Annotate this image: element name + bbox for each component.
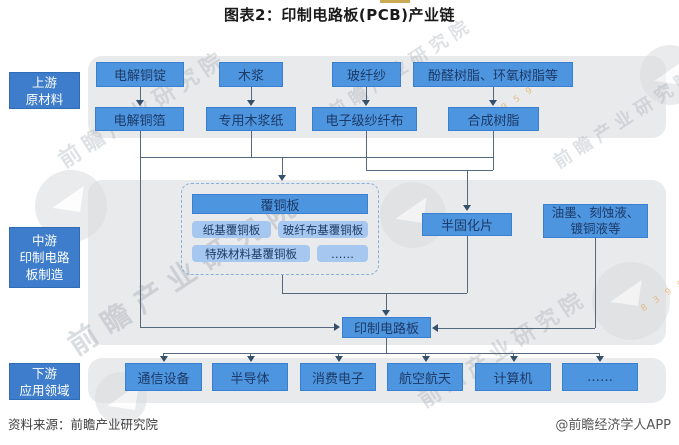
watermark-logo-circle bbox=[592, 262, 670, 340]
connector-line bbox=[246, 356, 255, 362]
ccl-group-container bbox=[181, 183, 379, 275]
node-wood-pulp: 木浆 bbox=[219, 62, 283, 87]
connector-line bbox=[281, 157, 283, 176]
node-prepreg: 半固化片 bbox=[422, 213, 512, 236]
connector-line bbox=[492, 87, 494, 101]
connector-line bbox=[463, 205, 471, 211]
node-other-applications: …… bbox=[562, 363, 638, 391]
connector-line bbox=[136, 100, 144, 106]
connector-line bbox=[432, 324, 438, 332]
connector-line bbox=[382, 310, 390, 316]
connector-line bbox=[385, 338, 387, 353]
stage-label-line: 下游 bbox=[31, 365, 57, 381]
connector-line bbox=[513, 353, 514, 358]
stage-label-line: 上游 bbox=[31, 74, 57, 90]
stage-label-midstream: 中游 印制电路 板制造 bbox=[9, 227, 80, 288]
node-phenolic-epoxy-resin: 酚醛树脂、环氧树脂等 bbox=[413, 62, 573, 87]
connector-line bbox=[139, 87, 141, 101]
stage-label-line: 应用领域 bbox=[19, 382, 70, 398]
node-semiconductor: 半导体 bbox=[212, 363, 288, 391]
node-glass-fiber-yarn: 玻纤纱 bbox=[332, 62, 401, 87]
connector-line bbox=[437, 327, 595, 329]
node-ccl-others: …… bbox=[317, 245, 368, 262]
stage-label-line: 印制电路 bbox=[19, 250, 70, 265]
connector-line bbox=[278, 175, 286, 181]
connector-line bbox=[366, 170, 493, 171]
node-copper-clad-laminate: 覆铜板 bbox=[192, 194, 368, 214]
connector-line bbox=[489, 100, 497, 106]
connector-line bbox=[140, 157, 493, 158]
connector-line bbox=[282, 293, 467, 294]
node-computer: 计算机 bbox=[475, 363, 551, 391]
connector-line bbox=[163, 353, 164, 358]
connector-line bbox=[365, 131, 367, 170]
connector-line bbox=[163, 353, 600, 354]
connector-line bbox=[250, 87, 252, 101]
connector-line bbox=[281, 275, 283, 293]
connector-line bbox=[421, 356, 430, 362]
connector-line bbox=[159, 356, 168, 362]
node-text-line: 镀铜液等 bbox=[570, 221, 621, 236]
node-ink-etchant-plating: 油墨、刻蚀液、 镀铜液等 bbox=[543, 204, 648, 238]
connector-line bbox=[365, 87, 367, 101]
connector-line bbox=[599, 353, 600, 358]
connector-line bbox=[466, 236, 468, 293]
connector-line bbox=[425, 353, 426, 358]
connector-line bbox=[385, 293, 387, 311]
connector-line bbox=[595, 356, 604, 362]
page-top-accent bbox=[380, 0, 410, 3]
connector-line bbox=[338, 353, 339, 358]
stage-label-downstream: 下游 应用领域 bbox=[9, 363, 80, 400]
stage-label-line: 板制造 bbox=[25, 267, 64, 282]
node-printed-circuit-board: 印制电路板 bbox=[342, 317, 431, 338]
connector-line bbox=[594, 238, 596, 328]
connector-line bbox=[334, 323, 340, 331]
connector-line bbox=[139, 131, 141, 327]
connector-line bbox=[247, 100, 255, 106]
stage-label-upstream: 上游 原材料 bbox=[9, 72, 80, 109]
node-electronic-grade-fiber-cloth: 电子级纱纤布 bbox=[312, 107, 417, 131]
node-electrolytic-copper-ingot: 电解铜锭 bbox=[96, 62, 184, 87]
connector-line bbox=[334, 356, 343, 362]
node-paper-based-ccl: 纸基覆铜板 bbox=[192, 221, 271, 238]
connector-line bbox=[250, 353, 251, 358]
node-electrolytic-copper-foil: 电解铜箔 bbox=[95, 107, 184, 131]
app-credit: @前瞻经济学人APP bbox=[555, 418, 671, 433]
figure-title: 图表2：印制电路板(PCB)产业链 bbox=[223, 6, 456, 24]
source-note: 资料来源：前瞻产业研究院 bbox=[8, 417, 159, 432]
connector-line bbox=[492, 131, 494, 170]
connector-line bbox=[362, 100, 370, 106]
node-consumer-electronics: 消费电子 bbox=[300, 363, 376, 391]
node-aerospace: 航空航天 bbox=[387, 363, 463, 391]
node-glass-cloth-based-ccl: 玻纤布基覆铜板 bbox=[278, 221, 368, 238]
node-special-wood-pulp-paper: 专用木浆纸 bbox=[206, 107, 296, 131]
connector-line bbox=[250, 131, 252, 157]
node-synthetic-resin: 合成树脂 bbox=[448, 107, 539, 131]
node-communication-equipment: 通信设备 bbox=[125, 363, 202, 391]
stage-label-line: 原材料 bbox=[25, 91, 64, 107]
connector-line bbox=[466, 170, 468, 206]
stage-label-line: 中游 bbox=[31, 233, 57, 248]
connector-line bbox=[140, 327, 335, 328]
node-special-material-ccl: 特殊材料基覆铜板 bbox=[192, 245, 310, 262]
connector-line bbox=[509, 356, 518, 362]
node-text-line: 油墨、刻蚀液、 bbox=[551, 205, 640, 220]
